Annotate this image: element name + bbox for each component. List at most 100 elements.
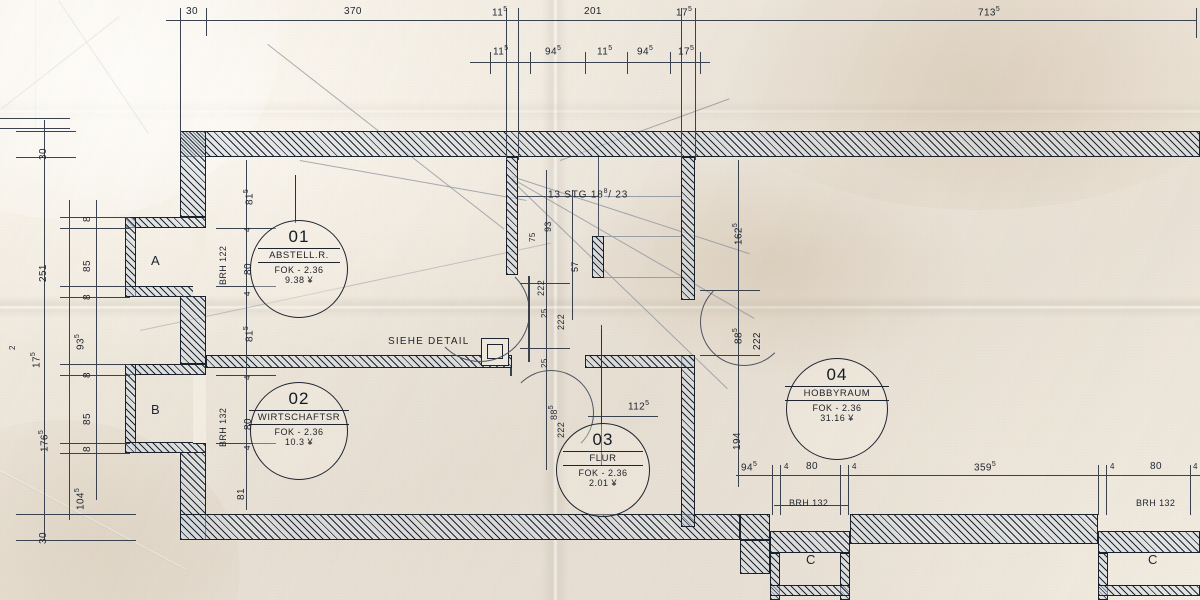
- dim-ext-left-1: [16, 131, 76, 132]
- dim-bot-4-c: 4: [1110, 462, 1115, 471]
- sill-label-brh-132-bottom-2: BRH 132: [1136, 498, 1176, 508]
- dim-int-4-c: 4: [243, 375, 252, 380]
- dim-ext-left-11: [16, 514, 136, 515]
- door-swing-abstellr: [430, 262, 530, 362]
- sill-label-brh-132-bottom-1: BRH 132: [789, 498, 829, 508]
- dim-line-interior-left: [246, 160, 247, 510]
- dim-ext-mid-3: [588, 416, 658, 417]
- dim-ext-left-7: [60, 364, 130, 365]
- stair-tread-line-3: [604, 236, 681, 237]
- dim-leftin-85-b: 85: [82, 413, 93, 425]
- dim-line-bottom-brh: [774, 505, 848, 506]
- dim-top2-175: 175: [678, 45, 695, 58]
- dim-right-1625: 1625: [732, 222, 745, 245]
- dim-mid-75: 75: [528, 232, 537, 242]
- paper-stain-left: [0, 0, 280, 220]
- dim-top1-7135: 7135: [978, 6, 1001, 19]
- dim-ext-left-12: [16, 540, 136, 541]
- dim-tick: [627, 52, 628, 74]
- dim-mid-885: 885: [548, 404, 559, 420]
- stair-tread-line-2: [604, 196, 681, 197]
- dim-mid-222-b: 222: [556, 421, 566, 438]
- dim-tick: [1196, 8, 1197, 38]
- crease-topleft-c: [34, 0, 36, 132]
- dim-top1-175: 175: [676, 6, 693, 19]
- dim-top1-30: 30: [186, 6, 198, 17]
- sill-label-brh-132-left: BRH 132: [218, 407, 228, 447]
- detail-note: SIEHE DETAIL: [388, 336, 470, 347]
- dim-tick: [490, 52, 491, 74]
- dim-bot-3595: 3595: [974, 461, 997, 474]
- dim-int-815-a: 815: [243, 188, 256, 205]
- dim-leftin-1045: 1045: [74, 487, 87, 510]
- door-swing-hobbyraum: [700, 278, 788, 366]
- dim-right-885: 885: [732, 327, 745, 344]
- wall-exterior-bottom-left: [180, 514, 740, 540]
- dim-top1-115: 115: [492, 6, 508, 19]
- dim-bot-4-b: 4: [852, 462, 857, 471]
- dim-ext-mid-2: [520, 348, 570, 349]
- wall-recess-a-left: [125, 217, 136, 297]
- dim-left-251: 251: [38, 264, 49, 282]
- room-stamp-01[interactable]: 01 ABSTELL.R. FOK - 2.36 9.38 ¥: [250, 220, 348, 318]
- leader-room-03: [601, 330, 602, 430]
- dim-left-1765: 1765: [38, 429, 51, 452]
- wall-interior-03-04: [681, 355, 695, 527]
- door-swing-flur: [508, 370, 594, 456]
- dim-int-4-b: 4: [243, 291, 252, 296]
- wall-stair-left: [506, 157, 518, 275]
- dim-tick: [506, 8, 507, 160]
- window-opening-a: [193, 227, 206, 297]
- room-name: ABSTELL.R.: [257, 248, 341, 263]
- dim-ext-left-10: [60, 453, 130, 454]
- stair-tread-line-4: [604, 277, 681, 278]
- dim-bot-80-a: 80: [806, 461, 818, 472]
- wall-bottom-right-seg: [1098, 531, 1200, 553]
- dim-tick: [772, 465, 773, 515]
- recess-label-a: A: [151, 253, 161, 268]
- wall-above-flur: [585, 355, 695, 368]
- dim-top1-370: 370: [344, 6, 362, 17]
- dim-tick: [518, 8, 519, 160]
- room-fok: FOK - 2.36: [578, 468, 628, 478]
- room-fok: FOK - 2.36: [812, 403, 862, 413]
- wall-exterior-bottom-right: [740, 514, 770, 540]
- room-number: 01: [288, 227, 310, 246]
- dim-tick: [1190, 465, 1191, 515]
- stair-note-main: 13 STG 18: [548, 189, 604, 201]
- wall-exterior-top: [180, 131, 1200, 157]
- dim-bot-4-a: 4: [784, 462, 789, 471]
- dim-left-30-bot: 30: [38, 532, 49, 544]
- room-area: 31.16 ¥: [820, 413, 854, 423]
- dim-mid-1125: 1125: [628, 400, 650, 413]
- wall-recess-c2-bottom: [1098, 585, 1200, 596]
- dim-top2-945-b: 945: [637, 45, 654, 58]
- dim-mid-25-b: 25: [540, 358, 549, 368]
- dim-int-80-b: 80: [243, 418, 254, 430]
- wall-interior-01-02: [206, 355, 512, 368]
- dim-tick: [530, 52, 531, 74]
- wall-recess-b-left: [125, 364, 136, 453]
- dim-tick: [206, 8, 207, 36]
- dim-tick: [1106, 465, 1107, 515]
- wall-recess-b-bottom: [125, 442, 206, 453]
- dim-leftin-935: 935: [74, 333, 87, 350]
- stair-tread-line-1: [518, 196, 598, 197]
- dim-line-left-outer: [44, 120, 45, 540]
- room-stamp-03[interactable]: 03 FLUR FOK - 2.36 2.01 ¥: [556, 423, 650, 517]
- dim-right-194: 194: [732, 432, 743, 450]
- room-stamp-02[interactable]: 02 WIRTSCHAFTSR FOK - 2.36 10.3 ¥: [249, 382, 349, 480]
- dim-int-80-a: 80: [243, 263, 254, 275]
- room-stamp-04[interactable]: 04 HOBBYRAUM FOK - 2.36 31.16 ¥: [785, 358, 889, 460]
- dim-line-top-row2: [470, 62, 710, 63]
- dim-tick: [695, 8, 696, 160]
- dim-ext-int-4: [216, 443, 276, 444]
- dim-ext-int-3: [216, 375, 276, 376]
- room-area: 9.38 ¥: [284, 275, 314, 285]
- stair-note-rest: / 23: [608, 189, 629, 201]
- dim-line-mid-2: [572, 190, 573, 320]
- dim-tick: [738, 465, 739, 487]
- room-number: 04: [826, 365, 848, 384]
- stair-note-sup: 8: [603, 188, 609, 195]
